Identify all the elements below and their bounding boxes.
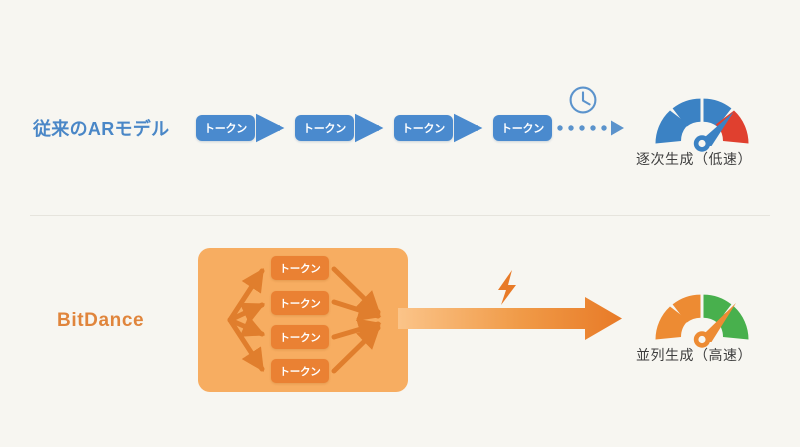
clock-icon <box>569 86 597 114</box>
token-chip: トークン <box>271 325 329 349</box>
token-chip: トークン <box>196 115 255 141</box>
token-chip: トークン <box>394 115 453 141</box>
section-divider <box>30 215 770 216</box>
row-label-bitdance: BitDance <box>57 310 145 331</box>
token-chip: トークン <box>295 115 354 141</box>
token-chip: トークン <box>493 115 552 141</box>
token-chip: トークン <box>271 359 329 383</box>
token-chip: トークン <box>271 256 329 280</box>
thick-arrow-right-icon <box>398 297 622 340</box>
token-chip: トークン <box>271 291 329 315</box>
lightning-bolt-icon <box>498 270 516 305</box>
gauge-caption-sequential: 逐次生成（低速） <box>636 151 752 167</box>
dotted-arrow-icon <box>557 120 624 136</box>
gauge-caption-parallel: 並列生成（高速） <box>636 347 752 363</box>
speed-gauge-fast <box>655 294 749 348</box>
row-label-autoregressive: 従来のARモデル <box>33 119 170 139</box>
speed-gauge-slow <box>655 98 749 152</box>
